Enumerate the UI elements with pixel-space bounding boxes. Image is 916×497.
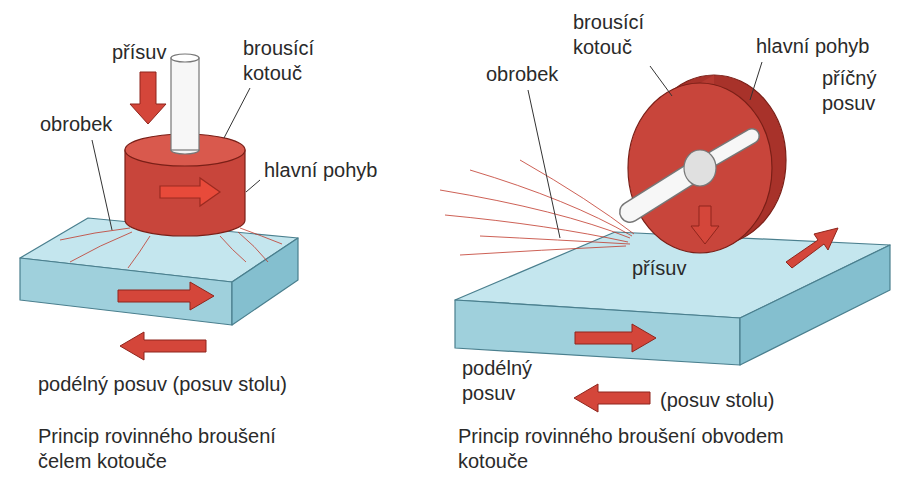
part-label: obrobek — [486, 62, 558, 87]
motion-arrows-left — [118, 72, 214, 360]
motion-arrows-right — [574, 206, 838, 412]
leader-lines-right — [528, 62, 762, 238]
disc-wheel — [628, 75, 786, 253]
caption-text: Princip rovinného broušení čelem kotouče — [38, 424, 313, 474]
motion-label: podélný posuv (posuv stolu) — [38, 372, 287, 397]
cup-wheel — [125, 54, 245, 236]
motion-label: příčný posuv — [822, 66, 902, 116]
leader-lines-left — [92, 88, 260, 230]
motion-label: přísuv — [112, 40, 166, 65]
motion-label: hlavní pohyb — [756, 34, 869, 59]
motion-label: podélný posuv — [462, 356, 557, 406]
caption-text: Princip rovinného broušení obvodem kotou… — [458, 424, 788, 474]
part-label: obrobek — [40, 112, 112, 137]
motion-label: přísuv — [632, 256, 686, 281]
part-label: brousící kotouč — [573, 10, 673, 60]
part-label: brousící kotouč — [243, 36, 338, 86]
workpiece-right — [455, 232, 890, 365]
motion-label: hlavní pohyb — [264, 158, 377, 183]
sparks-right — [440, 160, 634, 255]
motion-label: (posuv stolu) — [660, 388, 775, 413]
